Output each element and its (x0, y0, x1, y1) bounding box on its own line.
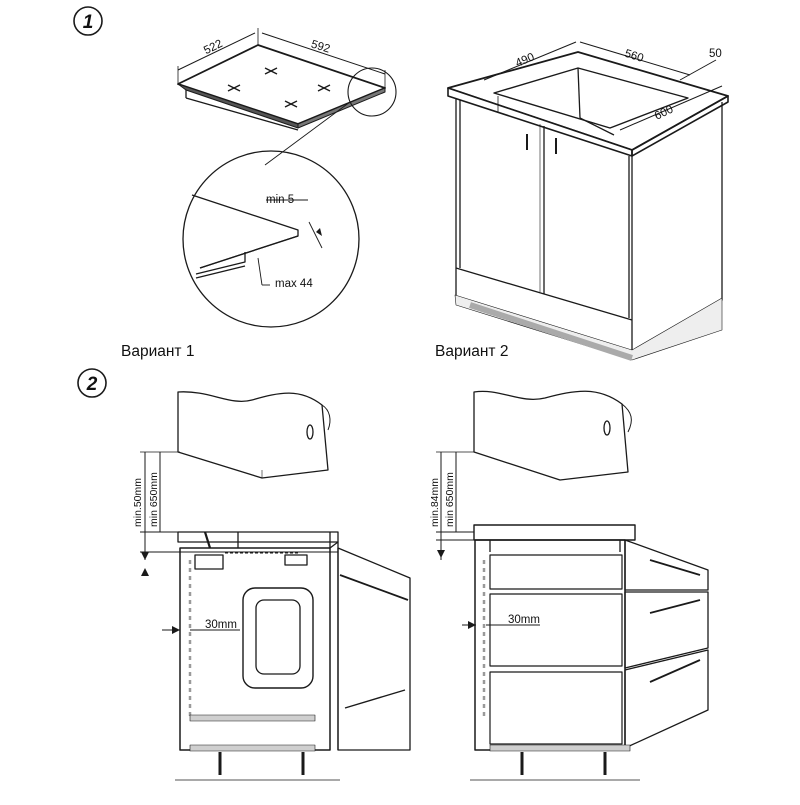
gap-label-1: 30mm (205, 619, 237, 631)
variant-1-installation: min.50mm min 650mm 30mm (132, 391, 411, 781)
cabinet-drawing: 490 560 50 600 (447, 41, 729, 361)
step-1-marker: 1 (73, 6, 103, 36)
variant-1-caption: Вариант 1 (121, 343, 194, 360)
edge-label: 50 (709, 48, 722, 60)
min-5-label: min 5 (266, 194, 294, 206)
svg-text:2: 2 (86, 374, 98, 395)
svg-text:1: 1 (83, 12, 94, 33)
variant-2-installation: min.84mm min 650mm 30mm (429, 390, 709, 781)
max-44-label: max 44 (275, 278, 313, 290)
burner-marks (227, 67, 331, 108)
step-2-marker: 2 (77, 368, 107, 398)
min-above-label-2: min.84mm (429, 478, 441, 527)
min-cabinet-label-2: min 650mm (444, 472, 456, 527)
hob-width-label: 592 (310, 38, 332, 55)
cut-width-label: 560 (623, 48, 645, 65)
top-depth-label: 600 (653, 103, 676, 122)
edge-detail: min 5 max 44 (182, 150, 360, 328)
hob-drawing: 522 592 (177, 28, 397, 166)
min-cabinet-label: min 650mm (148, 472, 160, 527)
min-above-label: min.50mm (132, 478, 144, 527)
hob-depth-label: 522 (202, 38, 225, 57)
gap-label-2: 30mm (508, 614, 540, 626)
cut-depth-label: 490 (514, 51, 536, 70)
variant-2-caption: Вариант 2 (435, 343, 508, 360)
